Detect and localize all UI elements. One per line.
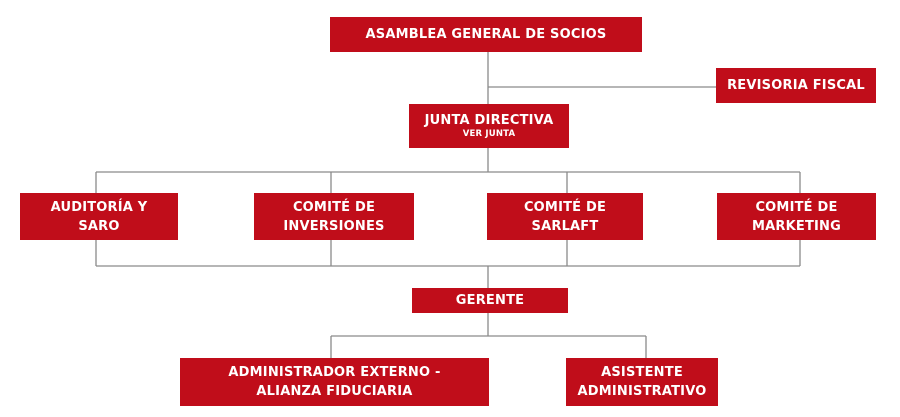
node-junta-label: JUNTA DIRECTIVA bbox=[424, 113, 554, 128]
node-junta-directiva[interactable]: JUNTA DIRECTIVA VER JUNTA bbox=[409, 104, 569, 148]
node-comite-sarlaft[interactable]: COMITÉ DE SARLAFT bbox=[487, 193, 643, 240]
node-admin-ext-label-line1: ADMINISTRADOR EXTERNO - bbox=[228, 365, 441, 380]
node-auditoria-label-line1: AUDITORÍA Y bbox=[50, 199, 148, 215]
node-sarlaft-label-line1: COMITÉ DE bbox=[523, 199, 607, 215]
node-asamblea-general[interactable]: ASAMBLEA GENERAL DE SOCIOS bbox=[330, 17, 642, 52]
node-asistente-label-line1: ASISTENTE bbox=[601, 365, 683, 380]
node-inversiones-label-line2: INVERSIONES bbox=[283, 218, 385, 234]
node-gerente-label: GERENTE bbox=[455, 293, 525, 308]
node-asistente-label-line2: ADMINISTRATIVO bbox=[577, 384, 707, 399]
node-marketing-label-line1: COMITÉ DE bbox=[755, 199, 838, 215]
node-gerente[interactable]: GERENTE bbox=[412, 288, 568, 313]
node-admin-ext-label-line2: ALIANZA FIDUCIARIA bbox=[256, 384, 413, 399]
node-comite-inversiones[interactable]: COMITÉ DE INVERSIONES bbox=[254, 193, 414, 240]
node-sarlaft-label-line2: SARLAFT bbox=[531, 218, 599, 234]
ver-junta-link[interactable]: VER JUNTA bbox=[462, 129, 516, 139]
node-comite-marketing[interactable]: COMITÉ DE MARKETING bbox=[717, 193, 876, 240]
node-administrador-externo[interactable]: ADMINISTRADOR EXTERNO - ALIANZA FIDUCIAR… bbox=[180, 358, 489, 406]
node-auditoria-saro[interactable]: AUDITORÍA Y SARO bbox=[20, 193, 178, 240]
node-asamblea-label: ASAMBLEA GENERAL DE SOCIOS bbox=[365, 27, 607, 42]
node-asistente-administrativo[interactable]: ASISTENTE ADMINISTRATIVO bbox=[566, 358, 718, 406]
node-marketing-label-line2: MARKETING bbox=[751, 218, 842, 234]
node-auditoria-label-line2: SARO bbox=[78, 218, 120, 234]
node-inversiones-label-line1: COMITÉ DE bbox=[292, 199, 376, 215]
node-revisoria-fiscal[interactable]: REVISORIA FISCAL bbox=[716, 68, 876, 103]
node-revisoria-label: REVISORIA FISCAL bbox=[727, 78, 865, 93]
